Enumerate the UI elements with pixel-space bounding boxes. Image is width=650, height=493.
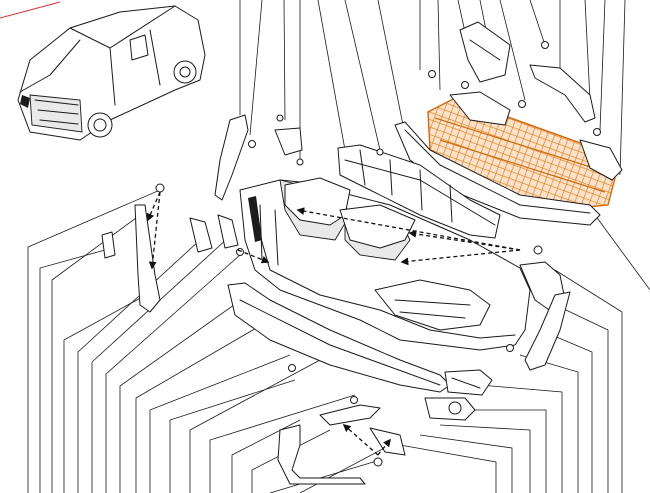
fasteners (155, 41, 601, 467)
upper-brackets (449, 21, 623, 181)
bottom-parts (277, 404, 406, 485)
car-thumbnail (17, 5, 206, 141)
right-side-parts (424, 261, 571, 421)
upper-crossmember (284, 177, 416, 249)
left-side-parts (101, 114, 303, 313)
leader-lines (27, 0, 650, 493)
corner-mark (0, 1, 61, 19)
absorber (337, 144, 501, 239)
assembly-arrows (146, 191, 521, 456)
